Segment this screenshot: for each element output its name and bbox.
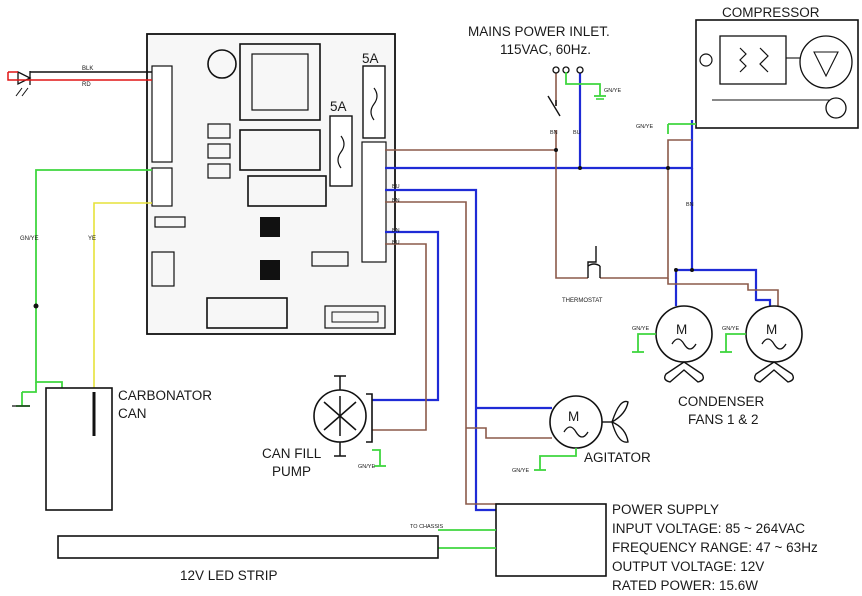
condenser-fan-1 — [655, 305, 713, 383]
fuse-label-b: 5A — [330, 99, 347, 114]
wire-tag-ye: YE — [88, 236, 96, 242]
agitator-motor-icon — [549, 395, 629, 449]
wire-tag-bn-1: BN — [392, 198, 400, 204]
wire-tag-bn-2: BN — [392, 228, 400, 234]
wire-tag-bn-comp: BN — [686, 202, 694, 208]
condenser-label-1: CONDENSER — [678, 394, 765, 409]
agitator-label: AGITATOR — [584, 450, 651, 465]
psu-rated-power: RATED POWER: 15.6W — [612, 578, 758, 593]
wire-tag-gnye-fan2: GN/YE — [722, 326, 739, 332]
wire-tag-gnye-comp: GN/YE — [636, 124, 653, 130]
compressor-internals — [699, 35, 853, 119]
wire-tag-rd: RD — [82, 82, 91, 88]
psu-output-voltage: OUTPUT VOLTAGE: 12V — [612, 559, 764, 574]
wire-tag-bu-2: BU — [392, 240, 400, 246]
mains-spec: 115VAC, 60Hz. — [500, 42, 591, 57]
wire-tag-gnye-fan1: GN/YE — [632, 326, 649, 332]
wire-tag-gnye-mains: GN/YE — [604, 88, 621, 94]
can-fill-label-1: CAN FILL — [262, 446, 322, 461]
condenser-label-2: FANS 1 & 2 — [688, 412, 759, 427]
led-strip-label: 12V LED STRIP — [180, 568, 278, 583]
fuse-label-a: 5A — [362, 51, 379, 66]
wire-tag-gnye-agitator: GN/YE — [512, 468, 529, 474]
compressor-box — [695, 19, 859, 129]
psu-title: POWER SUPPLY — [612, 502, 719, 517]
carbonator-can — [45, 387, 113, 511]
thermostat-label: THERMOSTAT — [562, 298, 603, 304]
wire-tag-bn-mains: BN — [550, 130, 558, 136]
ground-icon — [12, 392, 30, 407]
fan-1-motor-symbol: M — [676, 322, 687, 337]
can-fill-pump-icon — [313, 375, 373, 457]
fan-2-motor-symbol: M — [766, 322, 777, 337]
compressor-label: COMPRESSOR — [722, 5, 820, 20]
wire-tag-bu-1: BU — [392, 184, 400, 190]
indicator-led-icon — [15, 70, 32, 97]
agitator-motor-symbol: M — [568, 409, 579, 424]
psu-frequency-range: FREQUENCY RANGE: 47 ~ 63Hz — [612, 540, 818, 555]
thermostat-icon — [587, 246, 601, 278]
condenser-fan-2 — [745, 305, 803, 383]
can-fill-label-2: PUMP — [272, 464, 311, 479]
wire-tag-gnye-carb: GN/YE — [20, 236, 39, 242]
mains-inlet-icon — [547, 66, 584, 117]
control-board — [146, 33, 396, 335]
mains-title: MAINS POWER INLET. — [468, 24, 610, 39]
power-supply-box — [495, 503, 607, 577]
led-strip — [57, 535, 439, 559]
psu-input-voltage: INPUT VOLTAGE: 85 ~ 264VAC — [612, 521, 805, 536]
wire-tag-gnye-pump: GN/YE — [358, 464, 375, 470]
to-chassis-label: TO CHASSIS — [410, 524, 444, 530]
wire-tag-blk: BLK — [82, 66, 93, 72]
wire-tag-bu-mains: BU — [573, 130, 581, 136]
carbonator-label-1: CARBONATOR — [118, 388, 212, 403]
ground-icon — [594, 95, 606, 100]
carbonator-label-2: CAN — [118, 406, 147, 421]
